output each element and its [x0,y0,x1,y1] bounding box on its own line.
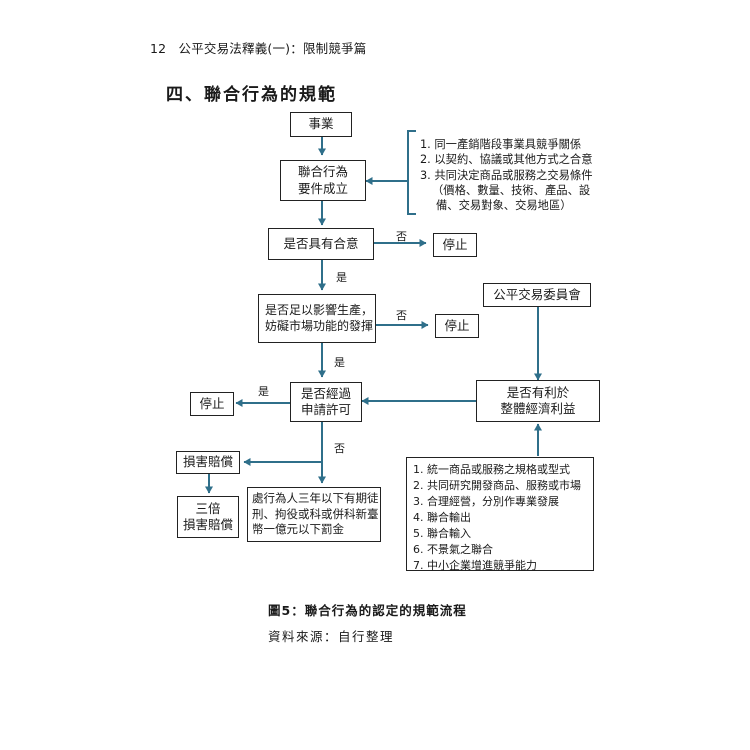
section-title: 四、聯合行為的規範 [166,85,337,105]
market-question-label: 是否足以影響生產， 妨礙市場功能的發揮 [265,302,374,333]
triple-damages-label: 三倍 損害賠償 [182,500,233,532]
yes-label-2: 是 [334,356,345,369]
exception-2: 2. 共同研究開發商品、服務或市場 [413,478,581,492]
running-title: 公平交易法釋義(一)：限制競爭篇 [178,41,367,56]
figure-caption: 圖5：聯合行為的認定的規範流程 [268,603,467,618]
stop-label-3: 停止 [199,395,225,411]
benefit-question-label: 是否有利於 整體經濟利益 [500,384,576,416]
yes-label-3: 是 [258,385,269,398]
damages-label: 損害賠償 [182,454,233,470]
penalty-label: 處行為人三年以下有期徒 刑、拘役或科或併科新臺 幣一億元以下罰金 [252,491,379,537]
enterprise-label: 事業 [308,116,334,132]
figure-source: 資料來源：自行整理 [268,629,395,644]
ftc-box: 公平交易委員會 [483,283,591,307]
no-label-1: 否 [396,230,407,243]
enterprise-box: 事業 [290,112,352,137]
exception-5: 5. 聯合輸入 [413,526,471,540]
market-question-box: 是否足以影響生產， 妨礙市場功能的發揮 [258,294,376,343]
exception-6: 6. 不景氣之聯合 [413,542,493,556]
no-label-2: 否 [396,309,407,322]
approval-question-box: 是否經過 申請許可 [290,382,362,422]
yes-label-1: 是 [336,271,347,284]
triple-damages-box: 三倍 損害賠償 [177,496,239,538]
elements-box: 聯合行為 要件成立 [280,160,366,201]
stop-box-1: 停止 [433,233,477,257]
condition-2: 2. 以契約、協議或其他方式之合意 [420,153,593,167]
approval-question-label: 是否經過 申請許可 [300,385,351,417]
condition-3-detail-a: （價格、數量、技術、產品、設 [432,183,591,197]
stop-box-2: 停止 [435,314,479,338]
running-header: 12 公平交易法釋義(一)：限制競爭篇 [150,38,366,57]
exception-3: 3. 合理經營，分別作專業發展 [413,494,559,508]
exception-4: 4. 聯合輸出 [413,510,471,524]
damages-box: 損害賠償 [176,451,240,474]
penalty-box: 處行為人三年以下有期徒 刑、拘役或科或併科新臺 幣一億元以下罰金 [247,487,381,542]
exception-7: 7. 中小企業增進競爭能力 [413,558,537,572]
elements-conditions: 1. 同一產銷階段事業具競爭關係 2. 以契約、協議或其他方式之合意 3. 共同… [420,137,593,213]
condition-3-detail-b: 備、交易對象、交易地區） [436,199,572,212]
condition-3: 3. 共同決定商品或服務之交易條件 [420,168,593,182]
stop-label-2: 停止 [444,317,470,333]
no-label-3: 否 [334,442,345,455]
agreement-question-label: 是否具有合意 [283,235,359,251]
stop-box-3: 停止 [190,392,234,416]
brace [407,130,416,215]
exception-1: 1. 統一商品或服務之規格或型式 [413,463,570,476]
exceptions-box: 1. 統一商品或服務之規格或型式 2. 共同研究開發商品、服務或市場 3. 合理… [406,457,594,572]
agreement-question-box: 是否具有合意 [268,228,374,260]
benefit-question-box: 是否有利於 整體經濟利益 [476,380,600,422]
ftc-label: 公平交易委員會 [493,286,581,302]
stop-label-1: 停止 [442,236,468,252]
elements-label: 聯合行為 要件成立 [297,164,348,196]
condition-1: 1. 同一產銷階段事業具競爭關係 [420,138,582,151]
page-number: 12 [150,41,167,56]
